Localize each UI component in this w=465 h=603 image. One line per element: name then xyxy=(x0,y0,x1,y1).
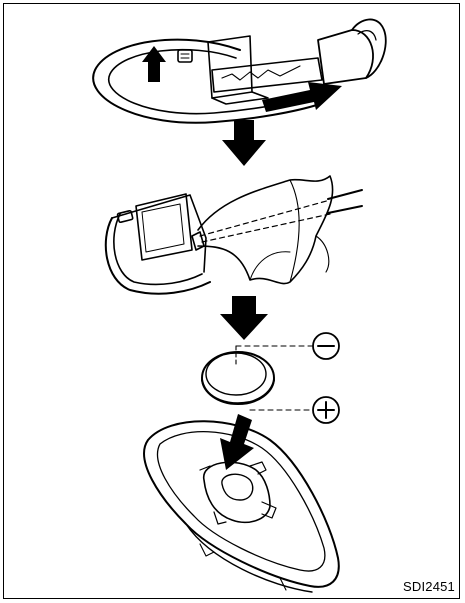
coin-battery xyxy=(202,346,312,410)
fob-pry-open-step-2 xyxy=(106,176,362,294)
negative-terminal-icon xyxy=(313,333,339,359)
figure-code: SDI2451 xyxy=(403,579,455,594)
down-arrow-icon xyxy=(222,120,266,166)
positive-terminal-icon xyxy=(313,397,339,423)
key-fob-step-1 xyxy=(93,19,386,122)
down-arrow-icon xyxy=(220,296,268,340)
